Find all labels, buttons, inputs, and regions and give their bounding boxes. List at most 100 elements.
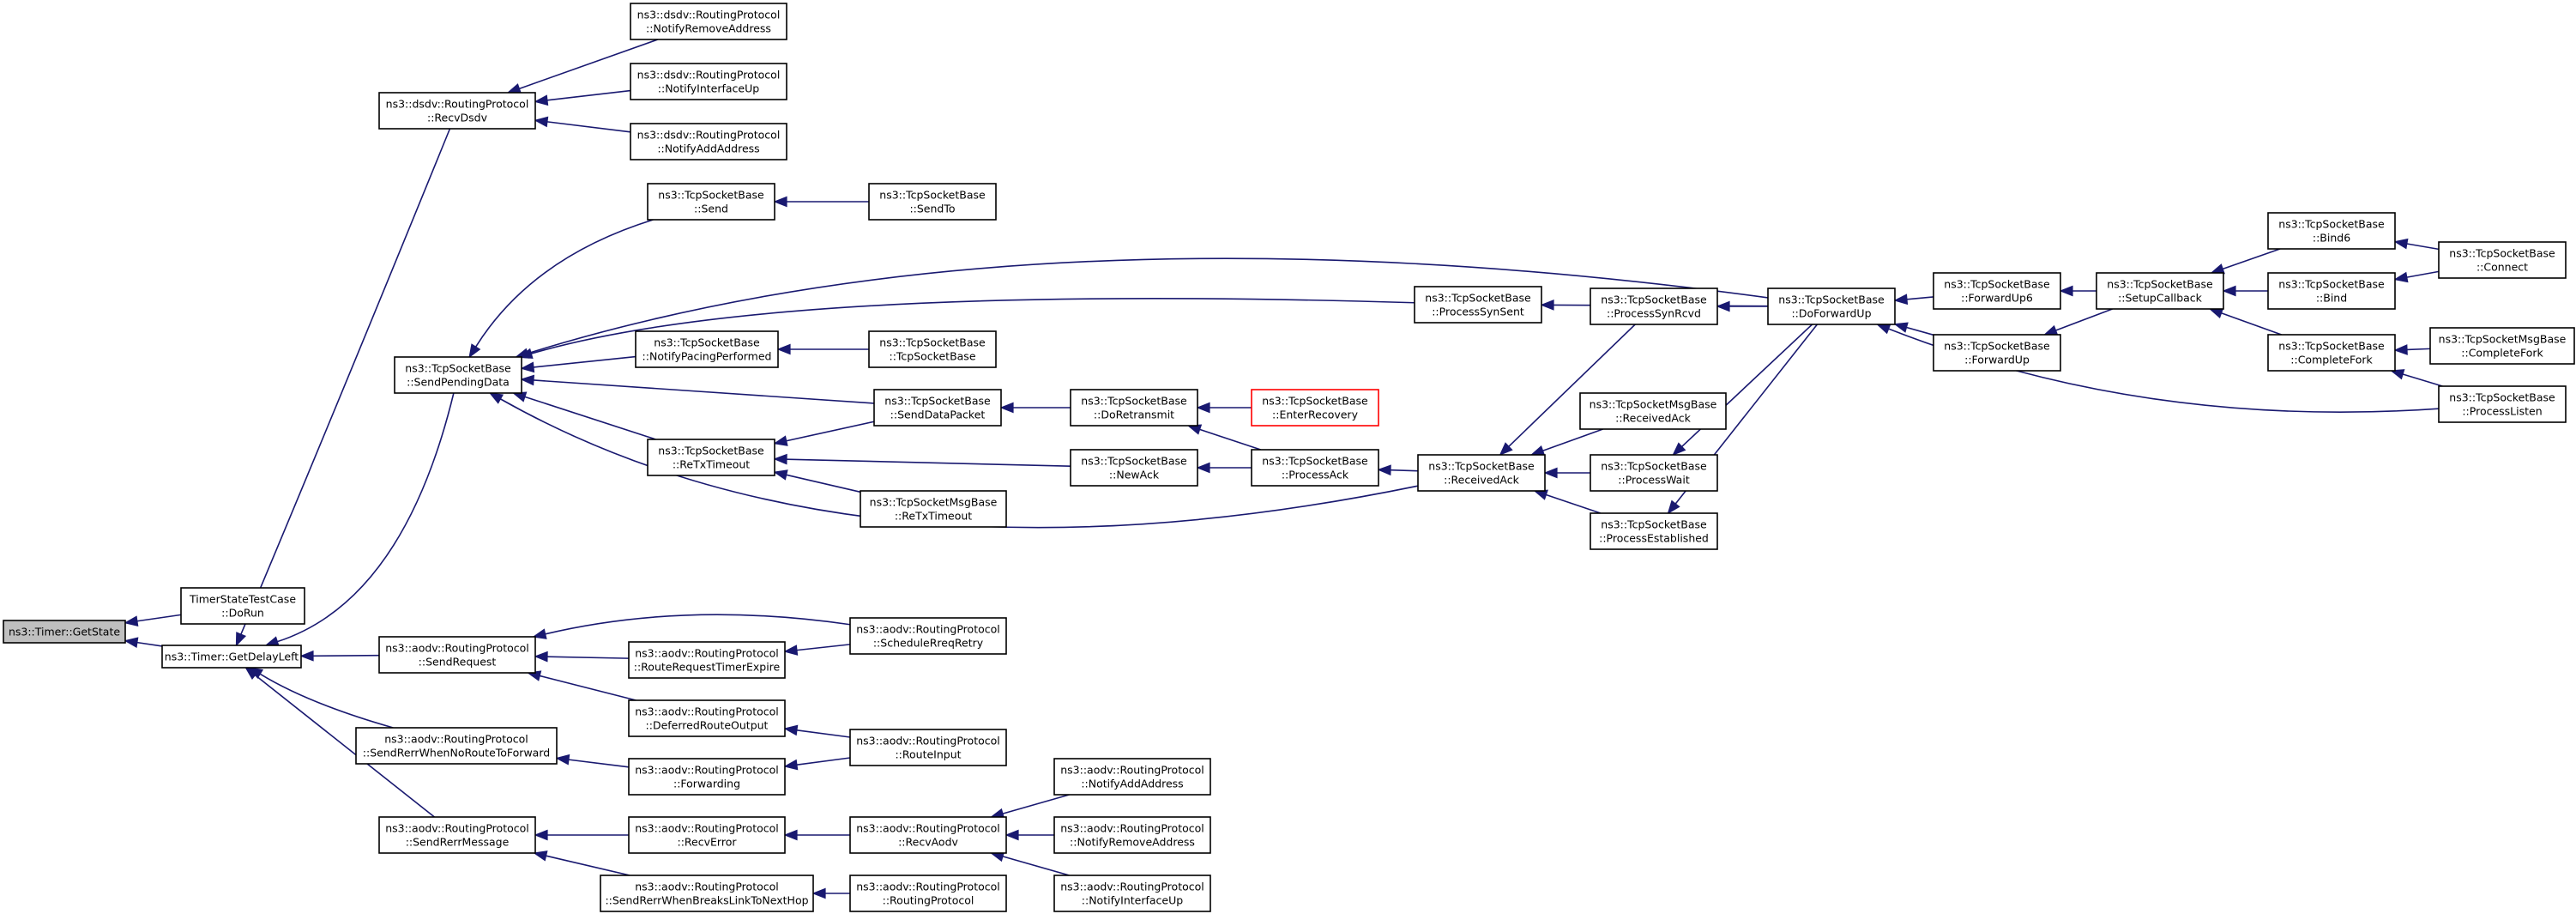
graph-node-doforward[interactable]: ns3::TcpSocketBase::DoForwardUp xyxy=(1767,288,1896,325)
graph-node-aodv-fwd[interactable]: ns3::aodv::RoutingProtocol::Forwarding xyxy=(628,758,786,796)
node-label: ::SendDataPacket xyxy=(890,409,986,421)
edge-line xyxy=(2222,248,2281,270)
arrowhead-icon xyxy=(2059,285,2073,297)
graph-node-dsdv-rem[interactable]: ns3::dsdv::RoutingProtocol::NotifyRemove… xyxy=(630,3,787,40)
call-edge xyxy=(2222,285,2268,297)
graph-node-aodv-rerrmsg[interactable]: ns3::aodv::RoutingProtocol::SendRerrMess… xyxy=(378,816,536,854)
graph-node-timertest[interactable]: TimerStateTestCase::DoRun xyxy=(180,587,305,625)
graph-node-procest[interactable]: ns3::TcpSocketBase::ProcessEstablished xyxy=(1590,512,1718,550)
node-label: ns3::Timer::GetState xyxy=(9,626,120,639)
graph-node-dsdv-add[interactable]: ns3::dsdv::RoutingProtocol::NotifyAddAdd… xyxy=(630,123,787,160)
graph-node-enterrec[interactable]: ns3::TcpSocketBase::EnterRecovery xyxy=(1251,389,1379,427)
graph-node-aodv-sendreq[interactable]: ns3::aodv::RoutingProtocol::SendRequest xyxy=(378,636,536,674)
node-label: ns3::TcpSocketBase xyxy=(1944,278,2050,291)
graph-node-aodv-breaks[interactable]: ns3::aodv::RoutingProtocol::SendRerrWhen… xyxy=(600,875,814,912)
call-edge xyxy=(299,650,380,662)
graph-node-pacing[interactable]: ns3::TcpSocketBase::NotifyPacingPerforme… xyxy=(635,330,779,368)
node-label: ::ReceivedAck xyxy=(1615,412,1691,425)
graph-node-aodv-sched[interactable]: ns3::aodv::RoutingProtocol::ScheduleRreq… xyxy=(849,617,1007,655)
node-box xyxy=(1417,454,1546,492)
node-label: ::ReceivedAck xyxy=(1444,474,1519,487)
node-box xyxy=(1251,389,1379,427)
graph-node-getdelay[interactable]: ns3::Timer::GetDelayLeft xyxy=(161,645,302,669)
graph-node-sendto[interactable]: ns3::TcpSocketBase::SendTo xyxy=(868,183,997,221)
graph-node-aodv-rem[interactable]: ns3::aodv::RoutingProtocol::NotifyRemove… xyxy=(1053,816,1211,854)
node-box xyxy=(647,439,775,476)
graph-node-sendpending[interactable]: ns3::TcpSocketBase::SendPendingData xyxy=(394,356,522,394)
node-label: ns3::aodv::RoutingProtocol xyxy=(1060,822,1204,835)
node-box xyxy=(1767,288,1896,325)
graph-node-aodv-recverr[interactable]: ns3::aodv::RoutingProtocol::RecvError xyxy=(628,816,786,854)
node-label: ::NotifyPacingPerformed xyxy=(642,350,772,363)
call-edge xyxy=(773,421,875,446)
node-label: ::DoRun xyxy=(221,607,264,620)
graph-node-aodv-recvaodv[interactable]: ns3::aodv::RoutingProtocol::RecvAodv xyxy=(849,816,1007,854)
edge-line xyxy=(527,257,1769,354)
graph-node-aodv-noroute[interactable]: ns3::aodv::RoutingProtocol::SendRerrWhen… xyxy=(355,727,558,765)
graph-node-msgrecvack[interactable]: ns3::TcpSocketMsgBase::ReceivedAck xyxy=(1579,392,1727,430)
call-edge xyxy=(2393,238,2440,251)
node-label: ::ProcessEstablished xyxy=(1599,532,1709,545)
graph-node-aodv-up[interactable]: ns3::aodv::RoutingProtocol::NotifyInterf… xyxy=(1053,875,1211,912)
graph-node-aodv-rrte[interactable]: ns3::aodv::RoutingProtocol::RouteRequest… xyxy=(628,641,786,679)
graph-node-connect[interactable]: ns3::TcpSocketBase::Connect xyxy=(2438,241,2567,279)
graph-node-processack[interactable]: ns3::TcpSocketBase::ProcessAck xyxy=(1251,449,1379,487)
graph-node-tcpctor[interactable]: ns3::TcpSocketBase::TcpSocketBase xyxy=(868,330,997,368)
node-label: ::SendTo xyxy=(909,203,955,215)
graph-node-dsdv-up[interactable]: ns3::dsdv::RoutingProtocol::NotifyInterf… xyxy=(630,63,787,100)
node-label: ns3::aodv::RoutingProtocol xyxy=(635,647,779,660)
graph-node-procwait[interactable]: ns3::TcpSocketBase::ProcessWait xyxy=(1590,454,1718,492)
arrowhead-icon xyxy=(1377,464,1391,476)
graph-node-msgcompletefork[interactable]: ns3::TcpSocketMsgBase::CompleteFork xyxy=(2429,327,2575,365)
graph-node-send[interactable]: ns3::TcpSocketBase::Send xyxy=(647,183,775,221)
graph-node-senddata[interactable]: ns3::TcpSocketBase::SendDataPacket xyxy=(873,389,1002,427)
edge-line xyxy=(533,379,875,404)
arrowhead-icon xyxy=(235,632,247,647)
graph-node-bind6[interactable]: ns3::TcpSocketBase::Bind6 xyxy=(2267,212,2396,250)
graph-node-aodv-rinput[interactable]: ns3::aodv::RoutingProtocol::RouteInput xyxy=(849,729,1007,766)
graph-node-bind[interactable]: ns3::TcpSocketBase::Bind xyxy=(2267,272,2396,310)
node-label: ns3::TcpSocketMsgBase xyxy=(2439,333,2567,346)
node-label: ::Forwarding xyxy=(673,778,740,790)
graph-node-forwardup6[interactable]: ns3::TcpSocketBase::ForwardUp6 xyxy=(1933,272,2061,310)
graph-node-forwardup[interactable]: ns3::TcpSocketBase::ForwardUp xyxy=(1933,334,2061,372)
arrowhead-icon xyxy=(783,759,799,771)
graph-node-doretx[interactable]: ns3::TcpSocketBase::DoRetransmit xyxy=(1070,389,1198,427)
edge-line xyxy=(2402,373,2443,387)
node-label: ns3::TcpSocketBase xyxy=(2449,391,2555,404)
call-edge xyxy=(2059,285,2096,297)
arrowhead-icon xyxy=(1004,829,1019,841)
call-edge xyxy=(468,219,654,359)
graph-node-retx[interactable]: ns3::TcpSocketBase::ReTxTimeout xyxy=(647,439,775,476)
arrowhead-icon xyxy=(124,637,139,649)
graph-node-getstate[interactable]: ns3::Timer::GetState xyxy=(3,620,126,644)
graph-node-setupcb[interactable]: ns3::TcpSocketBase::SetupCallback xyxy=(2096,272,2224,310)
graph-node-synrcvd[interactable]: ns3::TcpSocketBase::ProcessSynRcvd xyxy=(1590,288,1718,325)
edge-line xyxy=(474,219,654,348)
node-label: ns3::dsdv::RoutingProtocol xyxy=(637,129,781,142)
node-box xyxy=(1933,334,2061,372)
graph-node-aodv-defer[interactable]: ns3::aodv::RoutingProtocol::DeferredRout… xyxy=(628,699,786,737)
graph-node-aodv-ctor[interactable]: ns3::aodv::RoutingProtocol::RoutingProto… xyxy=(849,875,1007,912)
arrowhead-icon xyxy=(2393,271,2409,283)
arrowhead-icon xyxy=(520,374,534,386)
graph-node-receivedack[interactable]: ns3::TcpSocketBase::ReceivedAck xyxy=(1417,454,1546,492)
node-box xyxy=(1053,758,1211,796)
edge-line xyxy=(2406,270,2440,278)
graph-node-dsdv-recv[interactable]: ns3::dsdv::RoutingProtocol::RecvDsdv xyxy=(378,92,536,130)
node-label: ::RouteInput xyxy=(895,748,961,761)
node-box xyxy=(1933,272,2061,310)
graph-node-newack[interactable]: ns3::TcpSocketBase::NewAck xyxy=(1070,449,1198,487)
graph-node-synsent[interactable]: ns3::TcpSocketBase::ProcessSynSent xyxy=(1414,286,1542,324)
node-box xyxy=(1070,389,1198,427)
edge-line xyxy=(2221,312,2282,336)
edge-line xyxy=(531,298,1415,354)
node-label: ::RecvError xyxy=(678,836,738,849)
graph-node-aodv-add[interactable]: ns3::aodv::RoutingProtocol::NotifyAddAdd… xyxy=(1053,758,1211,796)
node-box xyxy=(3,620,126,644)
graph-node-completefork[interactable]: ns3::TcpSocketBase::CompleteFork xyxy=(2267,334,2396,372)
node-label: ns3::TcpSocketBase xyxy=(654,336,760,349)
graph-node-msgretx[interactable]: ns3::TcpSocketMsgBase::ReTxTimeout xyxy=(860,490,1007,528)
graph-node-proclisten[interactable]: ns3::TcpSocketBase::ProcessListen xyxy=(2438,385,2567,423)
